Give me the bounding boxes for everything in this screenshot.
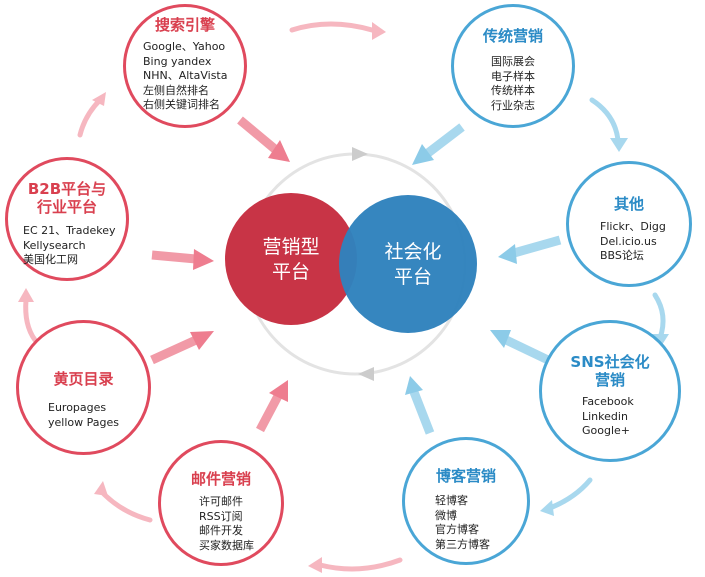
node-email-marketing-title: 邮件营销 [190, 470, 251, 488]
list-item: Flickr、Digg [600, 220, 666, 233]
list-item: 微博 [435, 508, 457, 522]
social-platform-label: 社会化 平台 [358, 240, 468, 290]
list-item: Kellysearch [23, 238, 86, 252]
cycle-arc-bottom [317, 557, 403, 572]
node-email-marketing: 邮件营销 许可邮件 RSS订阅 邮件开发 买家数据库 [158, 440, 284, 566]
node-b2b-platform-title-line1: B2B平台与 [27, 180, 107, 198]
inward-arrow-other [512, 235, 562, 258]
list-item: yellow Pages [48, 415, 119, 429]
marketing-platform-label-line2: 平台 [271, 261, 310, 283]
list-item: 买家数据库 [199, 538, 254, 552]
marketing-platform-circle [225, 193, 357, 325]
node-b2b-platform-title: B2B平台与 行业平台 [8, 180, 126, 216]
inward-arrow-traditional [425, 123, 465, 157]
list-item: 第三方博客 [435, 537, 490, 551]
list-item: 许可邮件 [199, 495, 243, 508]
list-item: RSS订阅 [199, 509, 243, 523]
ring-arrowhead-bottom [358, 367, 374, 381]
node-other-items: Flickr、Digg Del.icio.us BBS论坛 [600, 220, 666, 264]
cycle-arc-right-lower [547, 477, 593, 511]
marketing-platform-label: 营销型 平台 [236, 235, 346, 285]
cycle-arc-right-upper [589, 97, 621, 143]
node-other-title: 其他 [613, 195, 644, 213]
inward-arrowhead-search [268, 140, 290, 162]
node-b2b-platform: B2B平台与 行业平台 EC 21、Tradekey Kellysearch 美… [5, 157, 129, 281]
node-sns-marketing-title-line1: SNS社会化 [570, 353, 650, 371]
list-item: 行业杂志 [491, 98, 535, 112]
cycle-arrowhead-left-upper [92, 92, 106, 106]
inward-arrowhead-email [269, 380, 288, 402]
node-search-engine-title: 搜索引擎 [154, 16, 215, 34]
list-item: Del.icio.us [600, 234, 657, 248]
list-item: 国际展会 [491, 55, 535, 68]
list-item: Google、Yahoo [143, 40, 226, 53]
list-item: EC 21、Tradekey [23, 224, 116, 237]
list-item: Europages [48, 401, 107, 414]
cycle-arrowhead-right-upper [610, 138, 628, 152]
cycle-arc-top [289, 21, 375, 33]
node-b2b-platform-title-line2: 行业平台 [36, 198, 97, 216]
inward-arrowhead-blog [405, 376, 423, 395]
list-item: NHN、AltaVista [143, 69, 228, 82]
cycle-arc-left-middle [23, 297, 38, 343]
node-email-marketing-items: 许可邮件 RSS订阅 邮件开发 买家数据库 [199, 495, 254, 553]
cycle-arrowhead-right-lower [540, 500, 554, 516]
inward-arrowhead-yellow [190, 331, 214, 350]
list-item: Facebook [582, 395, 634, 408]
inward-arrowhead-traditional [412, 144, 434, 165]
cycle-arrowhead-top [372, 22, 386, 40]
list-item: 左侧自然排名 [143, 83, 209, 97]
inward-arrow-sns [502, 334, 550, 365]
node-sns-marketing: SNS社会化 营销 Facebook Linkedin Google+ [539, 320, 681, 462]
node-traditional-marketing-items: 国际展会 电子样本 传统样本 行业杂志 [454, 55, 572, 113]
cycle-arc-left-upper [77, 97, 103, 138]
inward-arrow-search [237, 116, 279, 154]
node-yellow-pages-title: 黄页目录 [53, 370, 114, 388]
cycle-arrowhead-bottom [308, 557, 322, 573]
list-item: 轻博客 [435, 494, 468, 507]
list-item: 邮件开发 [199, 524, 243, 537]
node-yellow-pages: 黄页目录 Europages yellow Pages [16, 320, 151, 455]
list-item: 美国化工网 [23, 253, 78, 266]
inward-arrow-blog [409, 390, 435, 435]
list-item: 官方博客 [435, 523, 479, 536]
node-blog-marketing-title: 博客营销 [435, 467, 496, 485]
node-sns-marketing-title-line2: 营销 [594, 371, 625, 389]
social-platform-label-line1: 社会化 [384, 241, 442, 263]
node-yellow-pages-items: Europages yellow Pages [48, 401, 119, 430]
social-platform-label-line2: 平台 [393, 266, 432, 288]
cycle-arrowhead-left-middle [18, 288, 34, 302]
inward-arrow-b2b [151, 250, 197, 264]
list-item: 右侧关键词排名 [143, 98, 220, 111]
marketing-platform-label-line1: 营销型 [262, 236, 320, 258]
node-search-engine-items: Google、Yahoo Bing yandex NHN、AltaVista 左… [143, 40, 228, 113]
cycle-arrowhead-left-lower [94, 481, 108, 496]
node-traditional-marketing: 传统营销 国际展会 电子样本 传统样本 行业杂志 [451, 4, 575, 128]
inward-arrow-yellow [150, 335, 198, 365]
node-sns-marketing-items: Facebook Linkedin Google+ [582, 395, 634, 439]
node-blog-marketing: 博客营销 轻博客 微博 官方博客 第三方博客 [402, 437, 530, 565]
inward-arrowhead-b2b [193, 249, 214, 270]
social-platform-circle [339, 195, 477, 333]
list-item: Linkedin [582, 409, 628, 423]
list-item: BBS论坛 [600, 249, 644, 262]
list-item: Bing yandex [143, 54, 212, 68]
list-item: Google+ [582, 424, 631, 437]
inward-arrowhead-other [498, 244, 517, 264]
ring-arrowhead-top [352, 147, 368, 161]
node-search-engine: 搜索引擎 Google、Yahoo Bing yandex NHN、AltaVi… [123, 4, 247, 128]
list-item: 电子样本 [491, 69, 535, 83]
inward-arrow-email [256, 393, 282, 433]
node-b2b-platform-items: EC 21、Tradekey Kellysearch 美国化工网 [23, 224, 116, 268]
node-other: 其他 Flickr、Digg Del.icio.us BBS论坛 [566, 161, 692, 287]
inward-arrowhead-sns [490, 330, 511, 348]
list-item: 传统样本 [491, 84, 535, 97]
node-sns-marketing-title: SNS社会化 营销 [542, 353, 678, 389]
cycle-arc-right-middle [652, 292, 666, 341]
node-traditional-marketing-title: 传统营销 [482, 27, 543, 45]
node-blog-marketing-items: 轻博客 微博 官方博客 第三方博客 [435, 494, 490, 552]
